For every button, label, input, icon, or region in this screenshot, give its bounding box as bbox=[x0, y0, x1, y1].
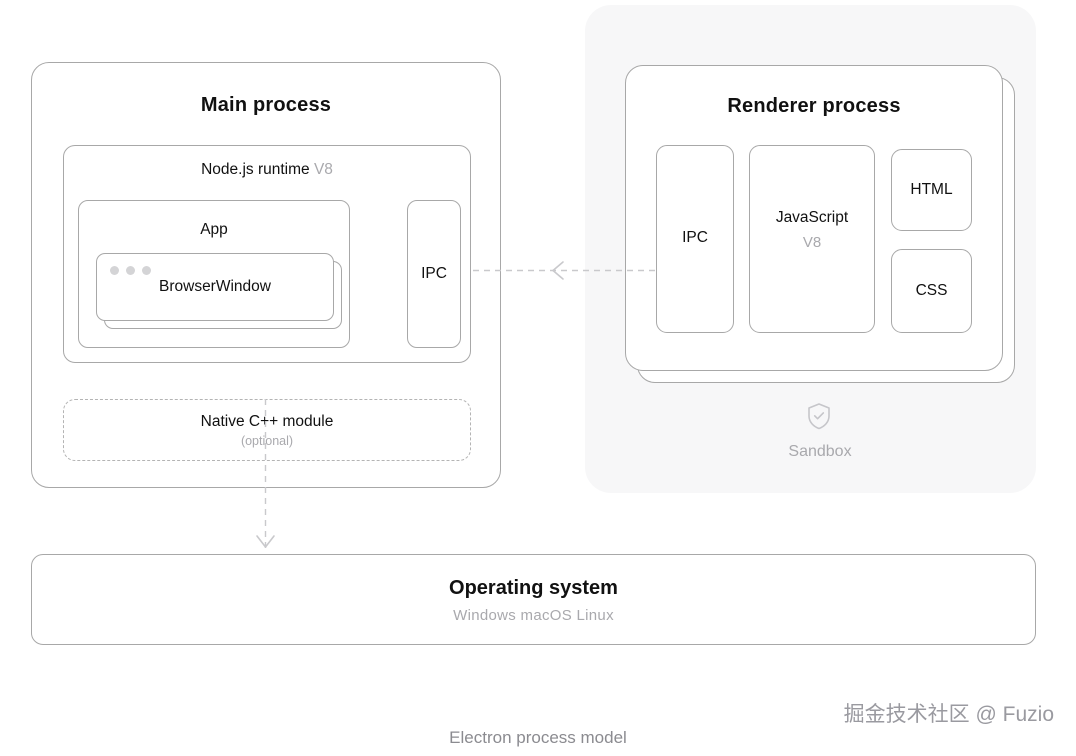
renderer-process-title: Renderer process bbox=[727, 95, 901, 117]
javascript-title: JavaScript bbox=[775, 209, 849, 226]
native-module-subtitle: (optional) bbox=[240, 434, 294, 448]
javascript-engine: V8 bbox=[802, 234, 822, 251]
css-title: CSS bbox=[915, 282, 948, 299]
shield-check-icon bbox=[806, 402, 832, 430]
main-process-title: Main process bbox=[200, 94, 332, 116]
operating-system-card: Operating system Windows macOS Linux bbox=[31, 554, 1036, 645]
browser-window-title: BrowserWindow bbox=[159, 278, 271, 295]
node-runtime-label: Node.js runtime bbox=[201, 161, 310, 178]
diagram-caption: Electron process model bbox=[449, 728, 627, 747]
node-runtime-title: Node.js runtime V8 bbox=[64, 161, 470, 179]
operating-system-platforms: Windows macOS Linux bbox=[453, 607, 614, 624]
native-module-title: Native C++ module bbox=[200, 413, 334, 430]
window-dot-minimize-icon bbox=[126, 266, 135, 275]
main-process-card: Main process Node.js runtime V8 App Brow… bbox=[31, 62, 501, 488]
watermark: 掘金技术社区 @ Fuzio bbox=[843, 703, 1054, 726]
html-card: HTML bbox=[891, 149, 972, 231]
native-module-card: Native C++ module (optional) bbox=[63, 399, 471, 461]
sandbox-label: Sandbox bbox=[788, 443, 852, 460]
html-title: HTML bbox=[910, 181, 953, 198]
main-ipc-title: IPC bbox=[421, 265, 447, 282]
renderer-process-card: Renderer process IPC JavaScript V8 HTML … bbox=[625, 65, 1003, 371]
renderer-ipc-title: IPC bbox=[682, 229, 708, 246]
ipc-connector-arrowhead bbox=[552, 261, 564, 280]
operating-system-title: Operating system bbox=[449, 577, 618, 599]
node-runtime-card: Node.js runtime V8 App BrowserWindow IPC bbox=[63, 145, 471, 363]
browser-window-card: BrowserWindow bbox=[96, 253, 334, 321]
renderer-ipc-card: IPC bbox=[656, 145, 734, 333]
node-runtime-engine: V8 bbox=[313, 161, 333, 178]
css-card: CSS bbox=[891, 249, 972, 333]
window-dot-maximize-icon bbox=[142, 266, 151, 275]
window-dot-close-icon bbox=[110, 266, 119, 275]
app-title: App bbox=[200, 221, 228, 238]
main-ipc-card: IPC bbox=[407, 200, 461, 348]
javascript-card: JavaScript V8 bbox=[749, 145, 875, 333]
native-to-os-arrowhead bbox=[256, 535, 275, 548]
app-card: App BrowserWindow bbox=[78, 200, 350, 348]
